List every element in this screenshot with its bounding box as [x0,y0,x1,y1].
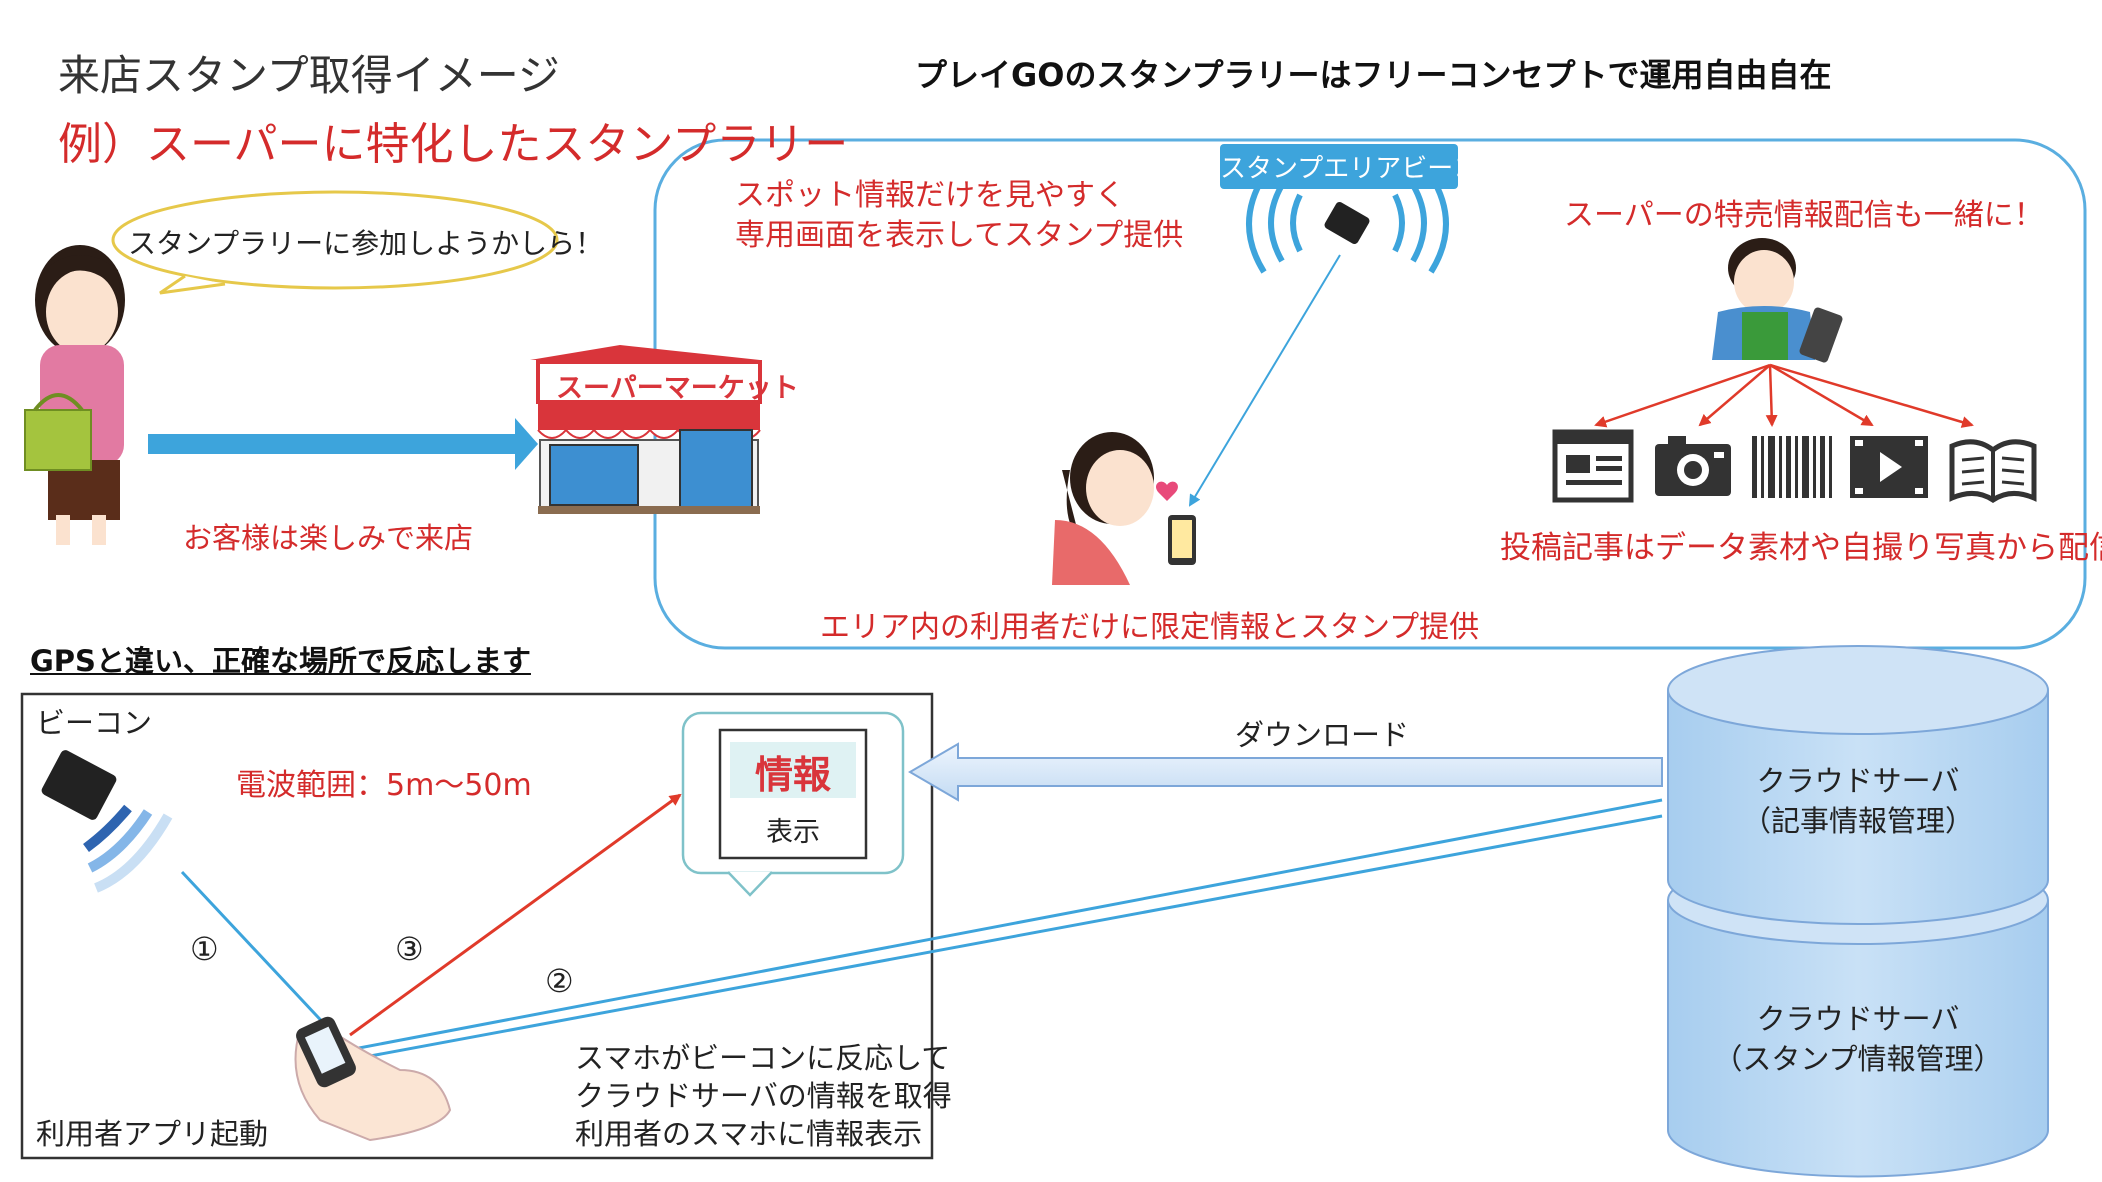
desc-line3: 利用者のスマホに情報表示 [575,1117,923,1151]
cloud-top-line2: （記事情報管理） [1741,804,1974,838]
step2-label: ② [545,962,574,1000]
step3-label: ③ [395,930,424,968]
cloud-bottom-line2: （スタンプ情報管理） [1713,1042,2003,1076]
beacon-device-illustration [41,750,173,893]
barcode-icon [1752,436,1832,498]
step2-line-b [336,814,1663,1067]
supermarket-illustration [530,345,762,514]
example-title: 例）スーパーに特化したスタンプラリー [58,119,849,170]
book-icon [1949,439,2037,504]
step1-line [180,870,332,1032]
desc-line2: クラウドサーバの情報を取得 [575,1079,952,1113]
range-label: 電波範囲：5m〜50m [236,768,532,803]
beacon-to-phone-line [1188,254,1341,507]
camera-icon [1655,436,1731,496]
concept-heading: プレイGOのスタンプラリーはフリーコンセプトで運用自由自在 [915,56,1832,94]
step2-line-a [336,798,1663,1057]
store-sign: スーパーマーケット [556,373,799,404]
info-bubble [681,711,905,897]
post-caption: 投稿記事はデータ素材や自撮り写真から配信 [1500,530,2102,566]
cloud-bottom-line1: クラウドサーバ [1756,1002,1960,1036]
speech-bubble [111,190,559,295]
staff-illustration [1712,238,1843,363]
speech-text: スタンプラリーに参加しようかしら！ [128,227,604,260]
article-icon [1552,429,1634,503]
app-label: 利用者アプリ起動 [36,1117,269,1151]
hand-phone-illustration [294,1016,452,1142]
customer-woman-illustration [24,245,125,545]
visit-arrow [148,418,538,470]
customer-caption: お客様は楽しみで来店 [183,521,474,555]
spot-info-line1: スポット情報だけを見やすく [735,178,1125,213]
super-info: スーパーの特売情報配信も一緒に！ [1564,198,2044,233]
beacon-badge: スタンプエリアビーコン [1220,144,1505,189]
gps-heading: GPSと違い、正確な場所で反応します [30,644,531,678]
step1-label: ① [190,930,219,968]
girl-phone-illustration [1052,432,1196,585]
area-beacon-illustration [1246,174,1449,274]
step3-line [349,793,682,1037]
area-caption: エリア内の利用者だけに限定情報とスタンプ提供 [820,610,1480,645]
main-title: 来店スタンプ取得イメージ [58,51,560,100]
desc-line1: スマホがビーコンに反応して [575,1041,951,1075]
spot-info-line2: 専用画面を表示してスタンプ提供 [735,218,1184,253]
gps-box [20,692,934,1160]
distribution-arrows [1594,363,1974,428]
download-arrow [908,742,1663,802]
video-icon [1850,436,1928,498]
cloud-top-line1: クラウドサーバ [1756,764,1960,798]
cloud-server-article-cylinder [1667,645,2049,925]
beacon-label: ビーコン [36,706,153,740]
info-title: 情報 [754,753,831,797]
download-label: ダウンロード [1235,718,1410,752]
info-sub: 表示 [766,817,820,848]
